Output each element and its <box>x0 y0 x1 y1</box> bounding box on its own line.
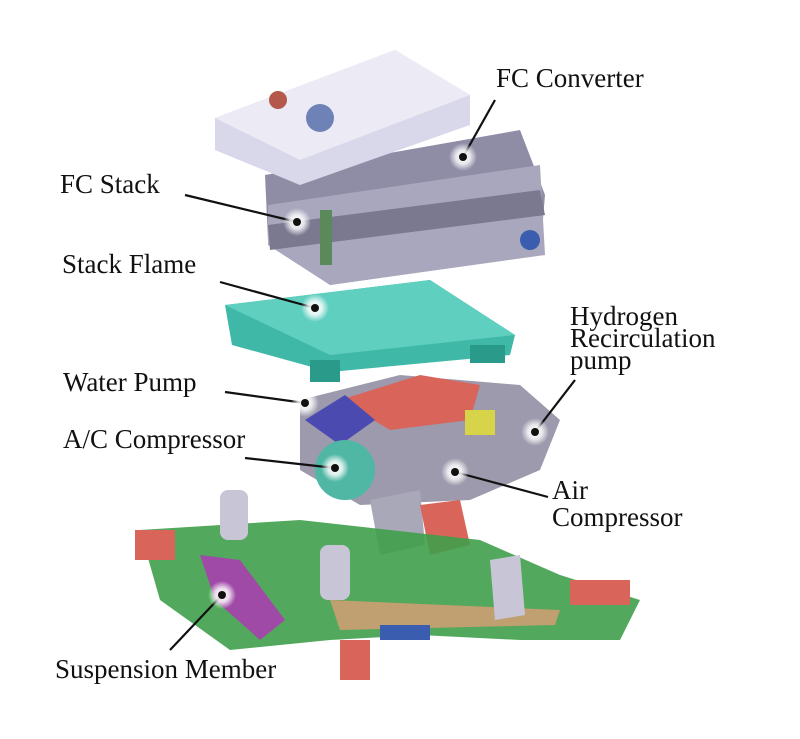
label-hydrogen-recirculation-pump: Hydrogen Recirculation pump <box>570 301 716 375</box>
label-water-pump: Water Pump <box>63 367 197 397</box>
label-line: Air <box>552 475 588 505</box>
leader-dots <box>208 143 549 609</box>
leader-stack-flame <box>219 280 316 310</box>
label-fc-stack: FC Stack <box>60 169 160 199</box>
label-line: Recirculation <box>570 323 716 353</box>
suspension-member-shape <box>135 490 640 680</box>
label-line: Hydrogen <box>570 301 678 331</box>
label-line: Compressor <box>552 502 683 532</box>
leader-fc-stack <box>184 193 298 224</box>
leader-air-compressor <box>454 470 549 499</box>
leader-ac-compressor <box>244 456 336 470</box>
label-suspension-member: Suspension Member <box>55 654 277 684</box>
label-stack-flame: Stack Flame <box>62 249 197 279</box>
label-fc-converter: FC Converter <box>496 63 644 93</box>
label-line: pump <box>570 345 632 375</box>
label-air-compressor: Air Compressor <box>552 477 683 531</box>
fc-stack-assembly <box>215 50 545 285</box>
label-ac-compressor: A/C Compressor <box>63 424 246 454</box>
